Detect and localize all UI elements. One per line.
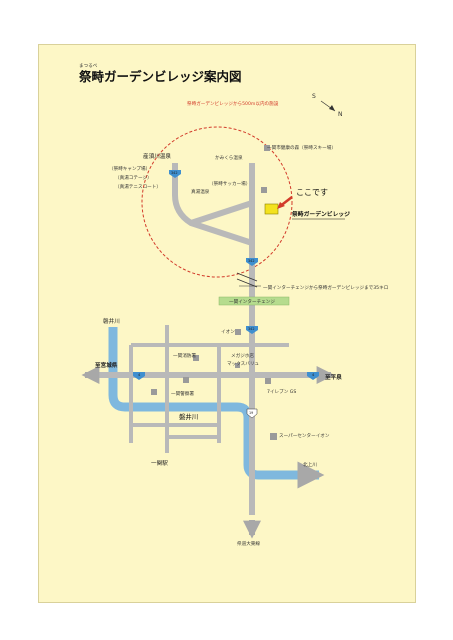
route-shield-19: 19 [246, 408, 258, 419]
label-iwaigawa-top: 磐井川 [103, 317, 120, 325]
label-onsen: 産須川温泉 [143, 152, 171, 160]
label-fire: 一関消防署 [173, 352, 196, 359]
radius-circle [141, 126, 293, 278]
label-kitakami: 北上川 [303, 461, 317, 468]
route-shield-4-right: 4 [307, 372, 319, 380]
label-ic-note: 一関インターチェンジから祭畤ガーデンビレッジまで35キロ [263, 284, 388, 291]
svg-text:342: 342 [248, 259, 254, 263]
road-diagonal [190, 200, 253, 226]
route-shield-342-low: 342 [246, 326, 258, 334]
buildings [151, 145, 277, 440]
label-miyagi: 至宮城県 [95, 361, 118, 369]
here-label: ここです [296, 188, 328, 197]
label-soccer: （祭畤サッカー場） [209, 180, 250, 187]
here-marker [264, 203, 279, 215]
label-station: 一関駅 [151, 460, 168, 467]
expressway [236, 272, 258, 288]
route-shield-342-top: 342 [169, 170, 181, 178]
svg-text:342: 342 [171, 171, 177, 175]
label-kenkyo: 県道大東線 [237, 540, 260, 547]
label-kamikura: かみくら温泉 [215, 154, 243, 161]
road-onsen [172, 163, 253, 246]
river-iwai [108, 335, 307, 480]
svg-text:4: 4 [312, 373, 315, 377]
area-map: まつるべ 祭畤ガーデンビレッジ案内図 S N 祭畤ガーデンビレッジから500m以… [78, 63, 388, 547]
label-river: 磐井川 [179, 412, 198, 421]
compass-north: N [338, 111, 343, 118]
label-ion: イオン [221, 329, 235, 335]
map-sheet: まつるべ 祭畤ガーデンビレッジ案内図 S N 祭畤ガーデンビレッジから500m以… [38, 44, 416, 603]
svg-text:342: 342 [248, 327, 254, 331]
label-manyu-onsen: 真湯温泉 [191, 188, 210, 195]
page-title: 祭畤ガーデンビレッジ案内図 [78, 69, 242, 84]
label-shop1: メガジホ店 [231, 352, 254, 359]
label-forest: 一関市健康の森（祭畤スキー場） [267, 144, 336, 151]
label-super: スーパーセンターイオン [279, 432, 330, 439]
label-manyu-cottage: （真湯コテージ） [115, 174, 152, 181]
city-grid [129, 325, 289, 453]
label-gs: 7イレブン GS [267, 388, 296, 395]
route-shield-4-left: 4 [133, 372, 145, 380]
radius-note: 祭畤ガーデンビレッジから500m以内の施設 [187, 100, 279, 107]
label-camp: （祭畤キャンプ場） [109, 165, 150, 172]
label-hiraizumi: 至平泉 [325, 373, 342, 381]
here-name: 祭畤ガーデンビレッジ [291, 210, 350, 218]
label-police: 一関警察署 [171, 390, 194, 397]
label-shop2: マックスバリュ [227, 361, 259, 367]
ic-bar [218, 296, 290, 306]
route-shield-342-mid: 342 [246, 258, 258, 266]
compass-south: S [312, 93, 316, 100]
label-manyu-tennis: （真湯テニスコート） [115, 183, 161, 190]
title-ruby: まつるべ [79, 63, 98, 69]
label-ic: 一関インターチェンジ [229, 298, 275, 305]
compass-icon: S N [312, 93, 343, 118]
svg-text:19: 19 [249, 411, 253, 415]
svg-text:4: 4 [138, 373, 141, 377]
